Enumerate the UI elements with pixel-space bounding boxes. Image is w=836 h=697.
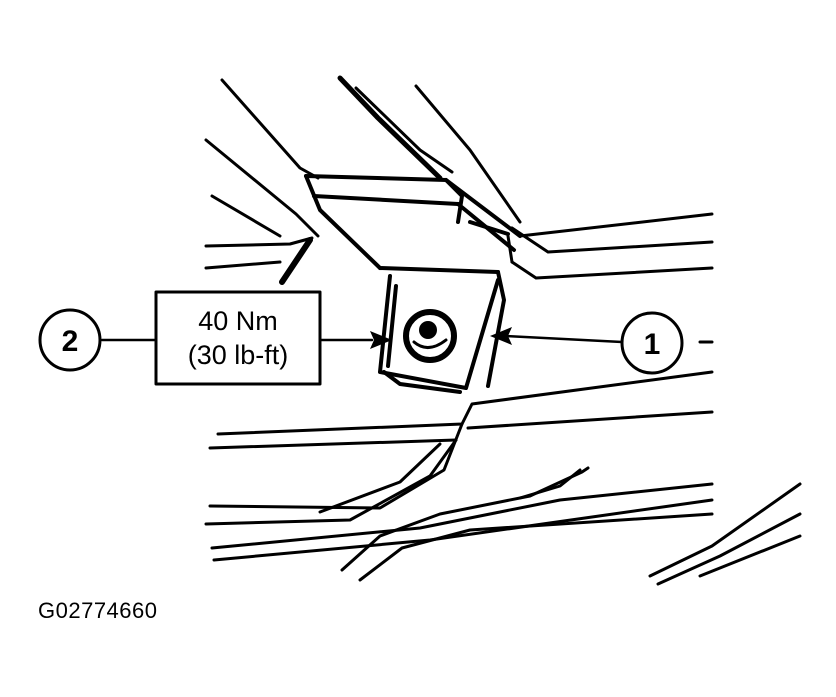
torque-metric-text: 40 Nm bbox=[198, 306, 278, 336]
callout-number-1: 1 bbox=[644, 328, 661, 361]
callout-number-2: 2 bbox=[62, 325, 79, 358]
right-frame-rails bbox=[506, 212, 714, 344]
bolt-head bbox=[403, 309, 457, 363]
arrowhead-to-bolt bbox=[370, 331, 392, 349]
upper-frame-rails bbox=[204, 75, 522, 238]
torque-spec-box bbox=[154, 290, 322, 386]
figure-id-label: G02774660 bbox=[38, 598, 158, 623]
bracket-plate bbox=[378, 270, 506, 394]
left-stub-rails bbox=[204, 236, 314, 285]
lower-body-panels bbox=[204, 370, 802, 586]
callout-circle-1 bbox=[620, 311, 684, 375]
callout-circle-2 bbox=[38, 308, 102, 372]
arrowhead-to-bracket bbox=[490, 327, 512, 345]
bracket-flange bbox=[304, 174, 522, 274]
leader-callout-1 bbox=[504, 334, 624, 344]
leader-lines bbox=[100, 334, 624, 344]
torque-imperial-text: (30 lb-ft) bbox=[188, 340, 289, 370]
